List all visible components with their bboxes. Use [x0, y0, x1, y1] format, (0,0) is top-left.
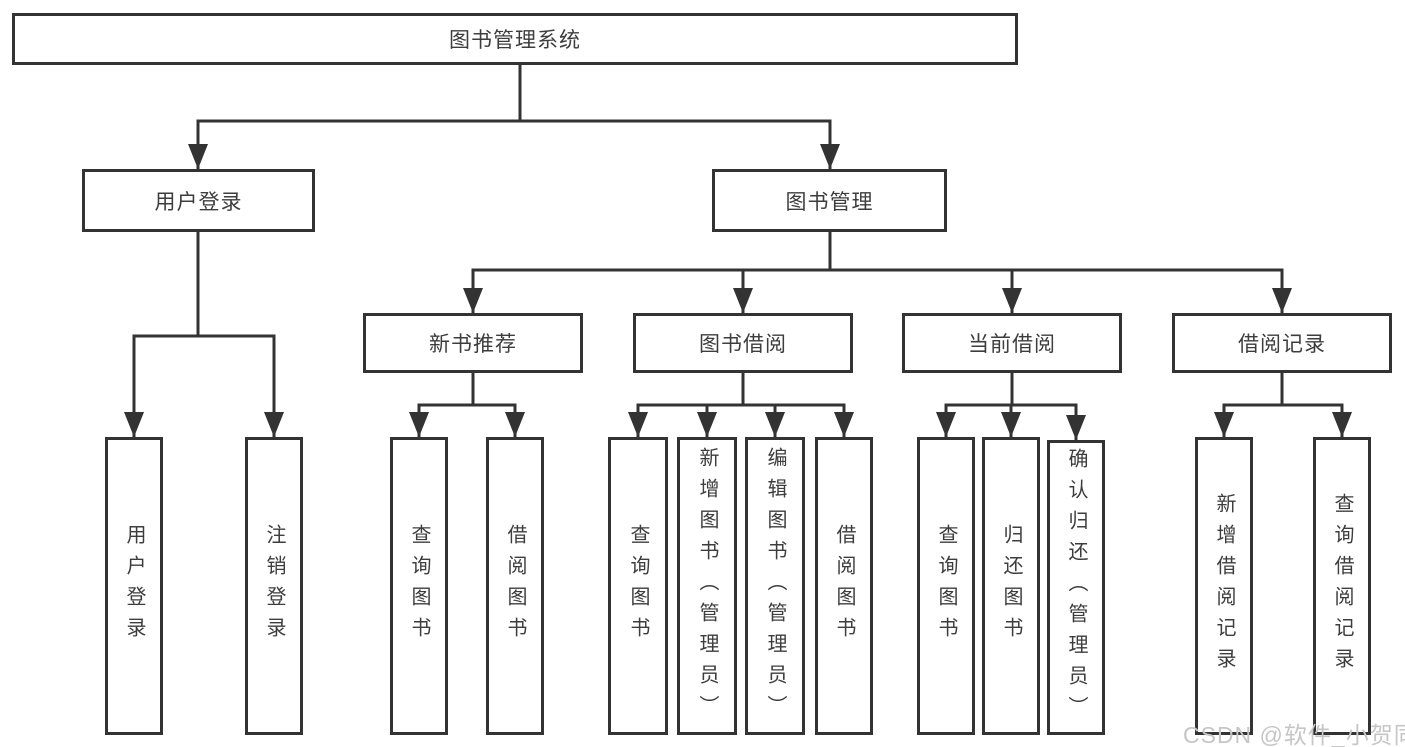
leaf-query-borrow-record-label: 查询借阅记录 [1331, 493, 1353, 679]
leaf-confirm-return-admin-label: 确认归还（管理员） [1065, 448, 1087, 727]
leaf-borrow-books-recommend: 借阅图书 [486, 437, 544, 735]
node-user-login-branch-label: 用户登录 [154, 190, 243, 214]
leaf-user-login: 用户登录 [105, 437, 163, 735]
leaf-logout: 注销登录 [245, 437, 303, 735]
leaf-add-books-admin: 新增图书（管理员） [677, 437, 737, 735]
watermark: CSDN @软件_小贺同学 [1183, 722, 1405, 747]
node-library-system: 图书管理系统 [12, 13, 1018, 65]
node-book-management: 图书管理 [712, 169, 947, 232]
leaf-edit-books-admin: 编辑图书（管理员） [745, 437, 805, 735]
leaf-user-login-label: 用户登录 [123, 524, 145, 648]
leaf-add-books-admin-label: 新增图书（管理员） [696, 446, 718, 726]
node-library-system-label: 图书管理系统 [449, 29, 581, 52]
node-new-book-recommend-label: 新书推荐 [429, 333, 517, 356]
leaf-query-borrow-record: 查询借阅记录 [1313, 437, 1371, 735]
node-new-book-recommend: 新书推荐 [363, 313, 583, 373]
leaf-query-books-current: 查询图书 [917, 437, 975, 735]
leaf-return-books: 归还图书 [982, 437, 1040, 735]
leaf-confirm-return-admin: 确认归还（管理员） [1047, 440, 1105, 735]
leaf-query-books-current-label: 查询图书 [935, 524, 957, 648]
leaf-edit-books-admin-label: 编辑图书（管理员） [764, 446, 786, 726]
leaf-borrow-books-recommend-label: 借阅图书 [504, 524, 526, 648]
leaf-borrow-books-label: 借阅图书 [833, 524, 855, 648]
node-current-borrow: 当前借阅 [902, 313, 1122, 373]
node-borrow-records-label: 借阅记录 [1238, 333, 1326, 356]
leaf-query-books-borrow-label: 查询图书 [627, 524, 649, 648]
node-book-borrow: 图书借阅 [633, 313, 853, 373]
node-current-borrow-label: 当前借阅 [968, 333, 1056, 356]
leaf-query-books-recommend-label: 查询图书 [408, 524, 430, 648]
leaf-logout-label: 注销登录 [263, 524, 285, 648]
node-book-borrow-label: 图书借阅 [699, 333, 787, 356]
leaf-add-borrow-record-label: 新增借阅记录 [1213, 493, 1235, 679]
node-book-management-label: 图书管理 [785, 190, 874, 214]
leaf-borrow-books: 借阅图书 [815, 437, 873, 735]
node-borrow-records: 借阅记录 [1172, 313, 1392, 373]
leaf-query-books-borrow: 查询图书 [608, 437, 668, 735]
leaf-query-books-recommend: 查询图书 [390, 437, 448, 735]
leaf-add-borrow-record: 新增借阅记录 [1195, 437, 1253, 735]
node-user-login-branch: 用户登录 [82, 169, 315, 232]
leaf-return-books-label: 归还图书 [1000, 524, 1022, 648]
